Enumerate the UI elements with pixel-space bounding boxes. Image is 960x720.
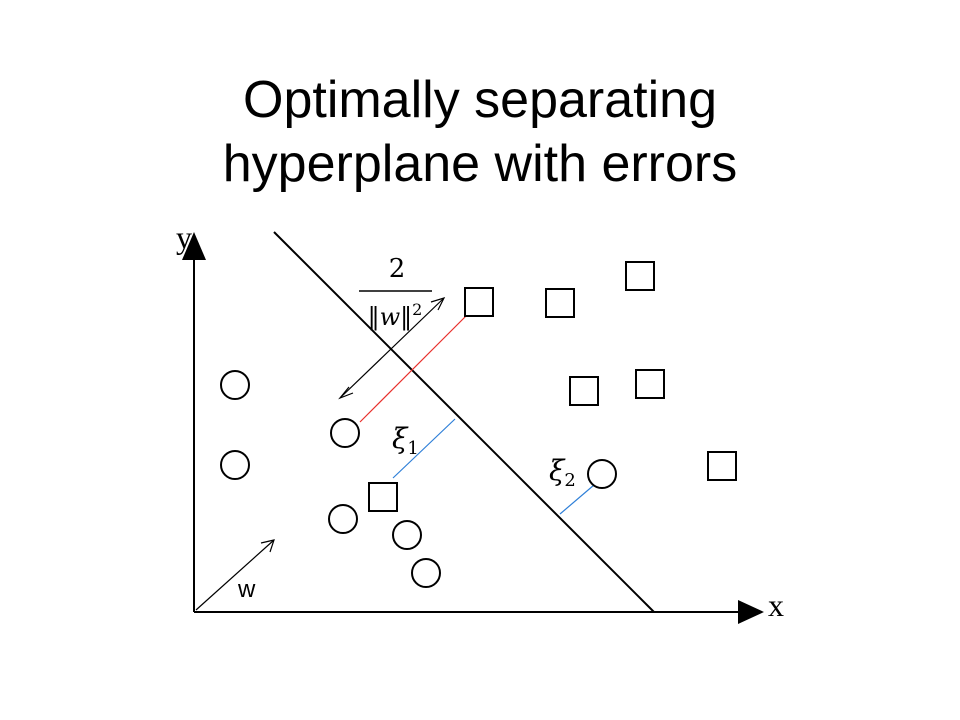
- margin-numerator: 2: [389, 254, 406, 284]
- y-axis-label: y: [176, 219, 192, 255]
- margin-formula: 2 ‖w‖2: [359, 254, 432, 332]
- xi2-label: ξ2: [549, 454, 576, 491]
- margin-arrow-head-lower: [338, 386, 354, 400]
- norm-close: ‖: [400, 303, 412, 332]
- margin-arrow-shaft: [339, 297, 445, 399]
- circle-point: [220, 450, 250, 480]
- norm-open: ‖: [368, 303, 380, 332]
- circle-point: [220, 370, 250, 400]
- norm-exponent: 2: [412, 300, 422, 319]
- xi2-symbol: ξ: [549, 454, 566, 487]
- slack-line-xi2: [559, 484, 595, 515]
- circle-point-misclassified: [587, 459, 617, 489]
- norm-var: w: [380, 303, 401, 331]
- slide-title: Optimally separating hyperplane with err…: [0, 68, 960, 196]
- w-vector-head: [260, 539, 275, 553]
- xi1-label: ξ1: [392, 422, 419, 459]
- circle-point: [328, 504, 358, 534]
- circle-point: [392, 520, 422, 550]
- square-point: [464, 287, 494, 317]
- slack-line-xi1: [392, 418, 456, 479]
- xi1-subscript: 1: [407, 438, 418, 459]
- xi1-symbol: ξ: [392, 422, 409, 455]
- square-point: [707, 451, 737, 481]
- title-line-1: Optimally separating: [243, 71, 717, 129]
- w-label: w: [237, 576, 256, 603]
- circle-points: [220, 370, 617, 588]
- square-point-misclassified: [368, 482, 398, 512]
- x-axis-arrowhead: [738, 600, 764, 624]
- circle-point: [411, 558, 441, 588]
- title-line-2: hyperplane with errors: [222, 135, 738, 193]
- margin-denominator: ‖w‖2: [368, 300, 423, 332]
- square-point: [569, 376, 599, 406]
- xi2-subscript: 2: [564, 470, 575, 491]
- margin-arrow: [338, 297, 446, 400]
- x-axis-label: x: [768, 587, 784, 623]
- w-vector: w: [195, 539, 275, 611]
- square-point: [625, 261, 655, 291]
- w-vector-shaft: [195, 539, 275, 611]
- axes: y x: [176, 219, 784, 624]
- margin-line-red: [359, 315, 467, 423]
- y-axis-arrowhead: [182, 232, 206, 260]
- square-point: [545, 288, 575, 318]
- square-point: [635, 369, 665, 399]
- margin-arrow-head-upper: [430, 297, 446, 311]
- separating-hyperplane: [273, 231, 655, 613]
- circle-point: [330, 418, 360, 448]
- square-points: [368, 261, 737, 512]
